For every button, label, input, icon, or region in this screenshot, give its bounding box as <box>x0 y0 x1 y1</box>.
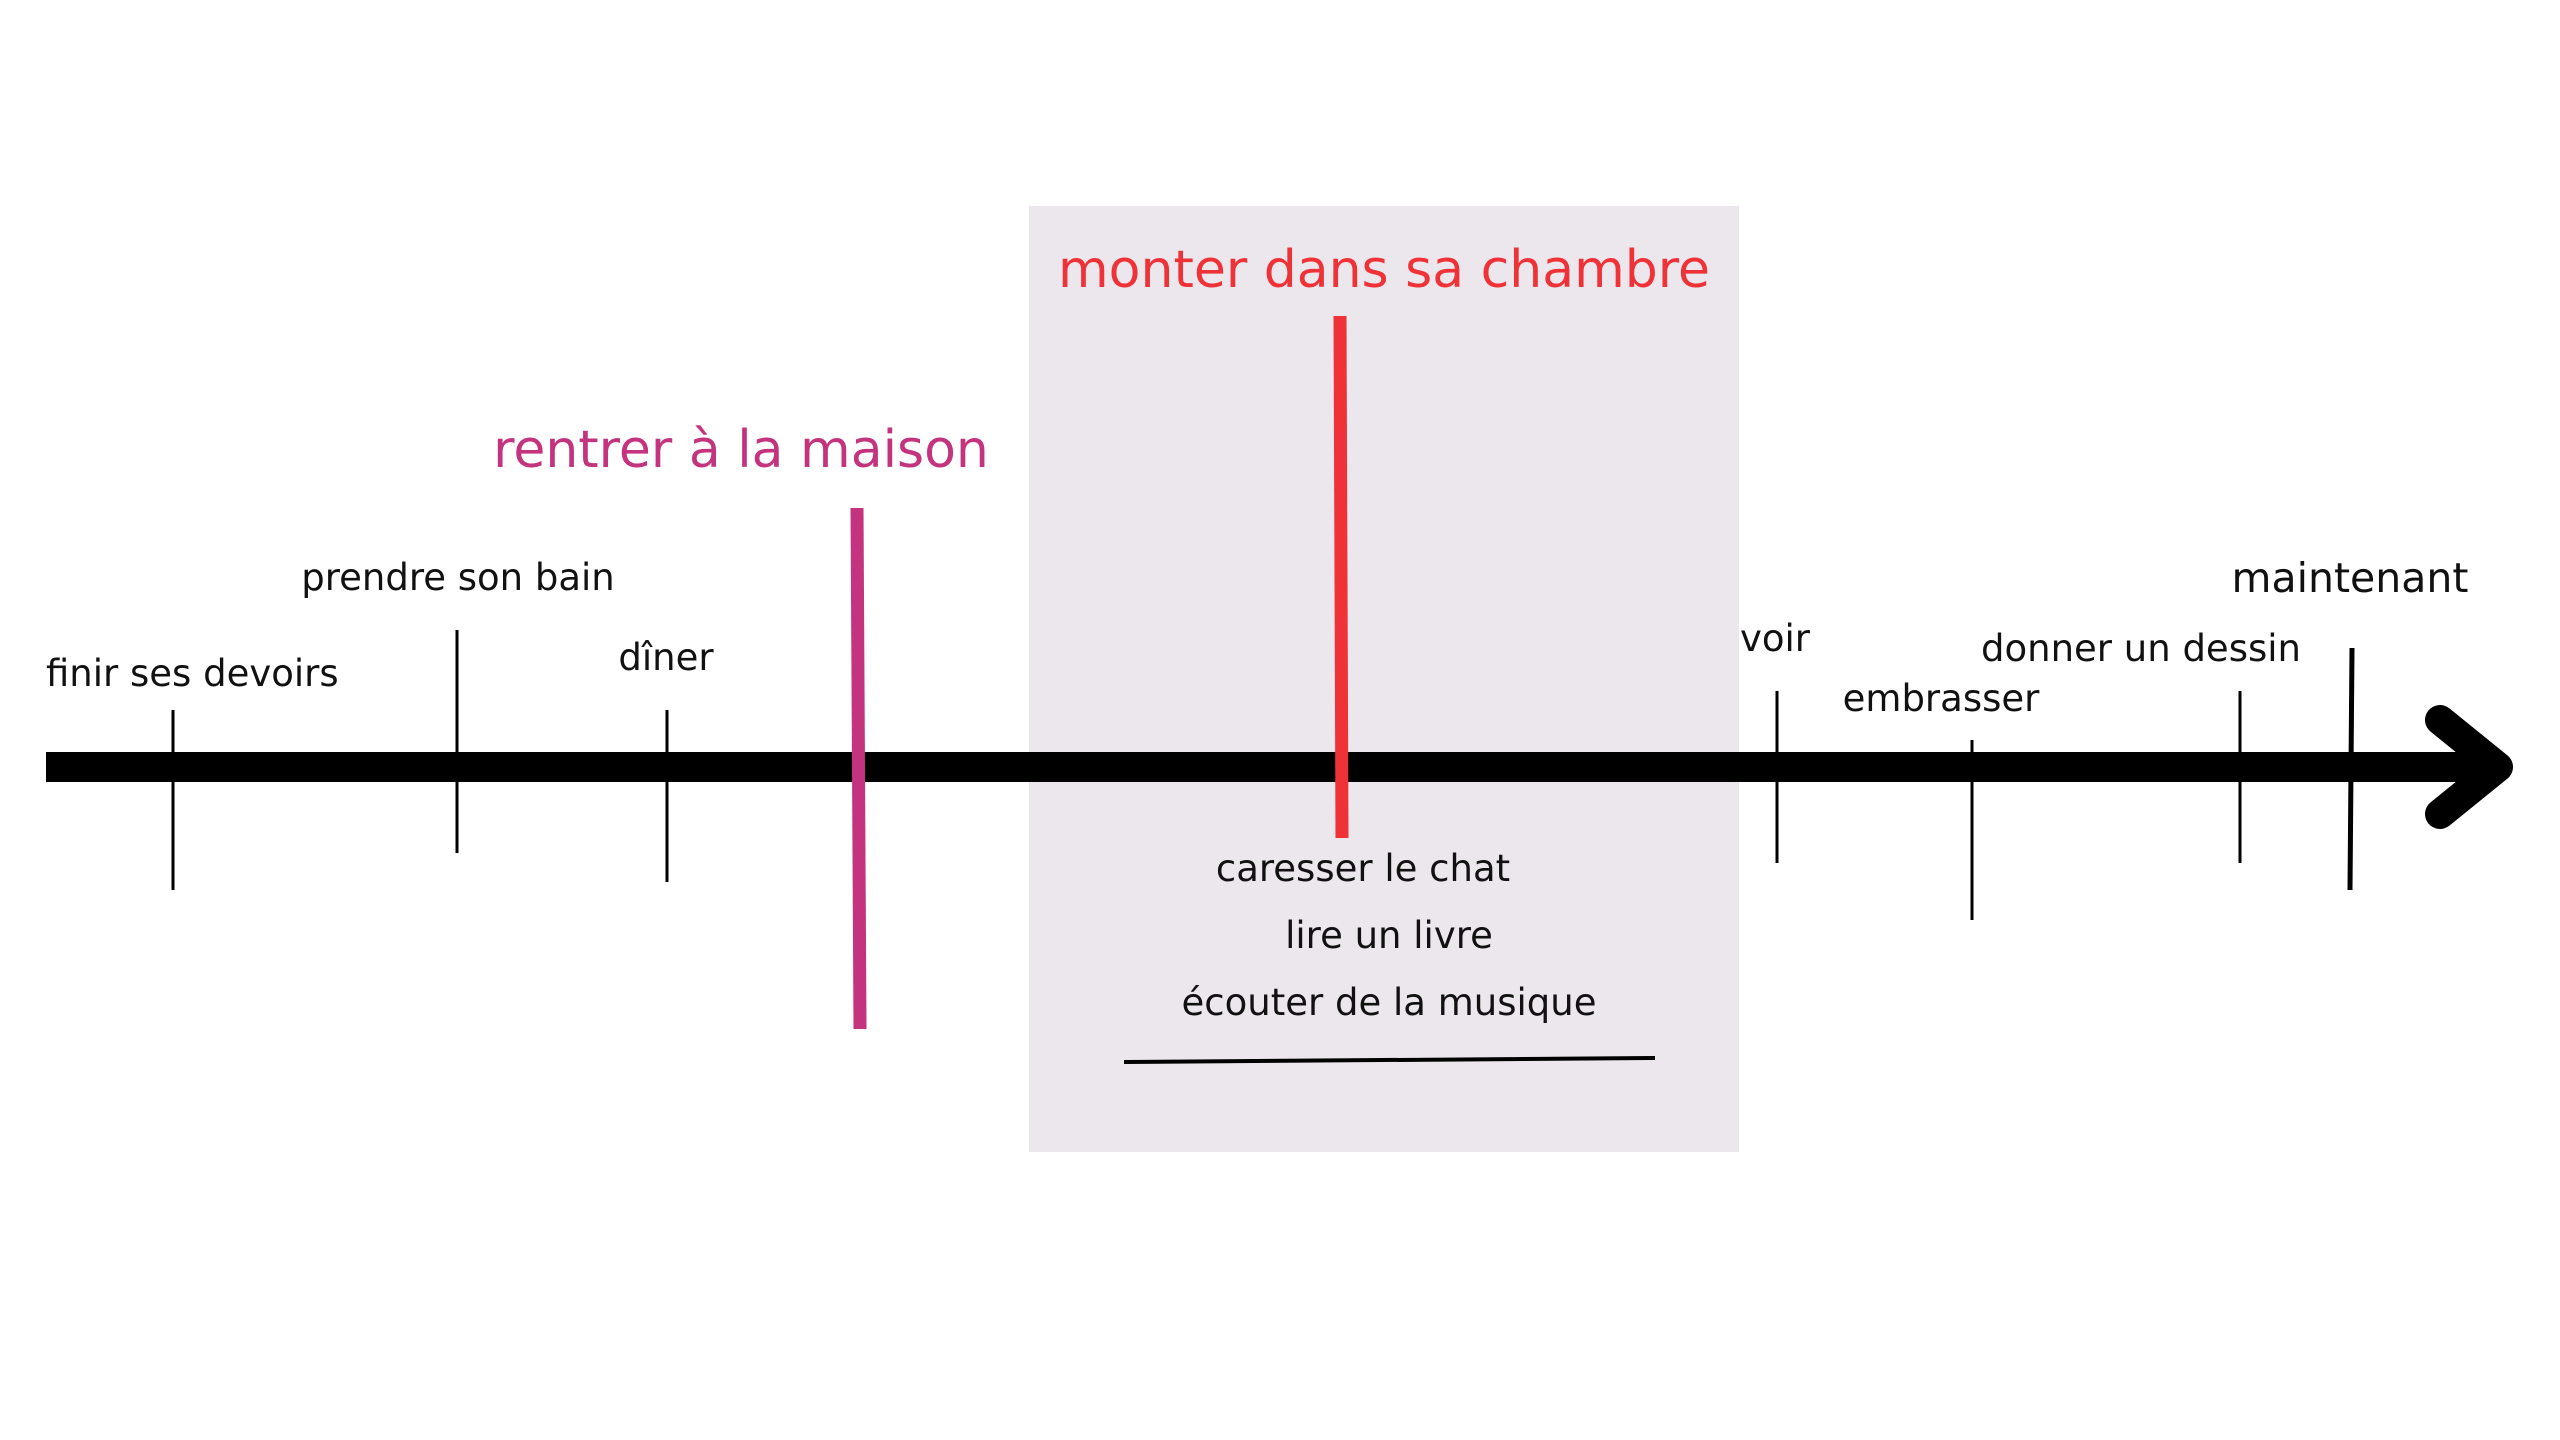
end-label-maintenant: maintenant <box>2231 554 2469 602</box>
timeline-arrowhead-icon <box>2425 705 2513 829</box>
underline-sub-events <box>1123 1056 1656 1064</box>
event-label-embrasser: embrasser <box>1842 677 2040 720</box>
event-label-diner: dîner <box>618 636 714 679</box>
sub-event-ecouter-de-la-musique: écouter de la musique <box>1181 981 1597 1024</box>
marker-rentrer-a-la-maison <box>850 507 867 1030</box>
highlight-box <box>1029 206 1739 1152</box>
event-label-voir: voir <box>1739 617 1811 660</box>
key-event-label: rentrer à la maison <box>493 420 989 480</box>
event-label-finir-ses-devoirs: finir ses devoirs <box>46 652 339 695</box>
event-label-donner-un-dessin: donner un dessin <box>1981 627 2301 670</box>
event-label-prendre-son-bain: prendre son bain <box>301 556 615 599</box>
highlight-title: monter dans sa chambre <box>1058 240 1710 300</box>
tick-maintenant <box>2347 647 2355 891</box>
marker-monter-dans-sa-chambre <box>1333 315 1349 839</box>
sub-event-caresser-le-chat: caresser le chat <box>1215 847 1511 890</box>
sub-event-lire-un-livre: lire un livre <box>1285 914 1493 957</box>
